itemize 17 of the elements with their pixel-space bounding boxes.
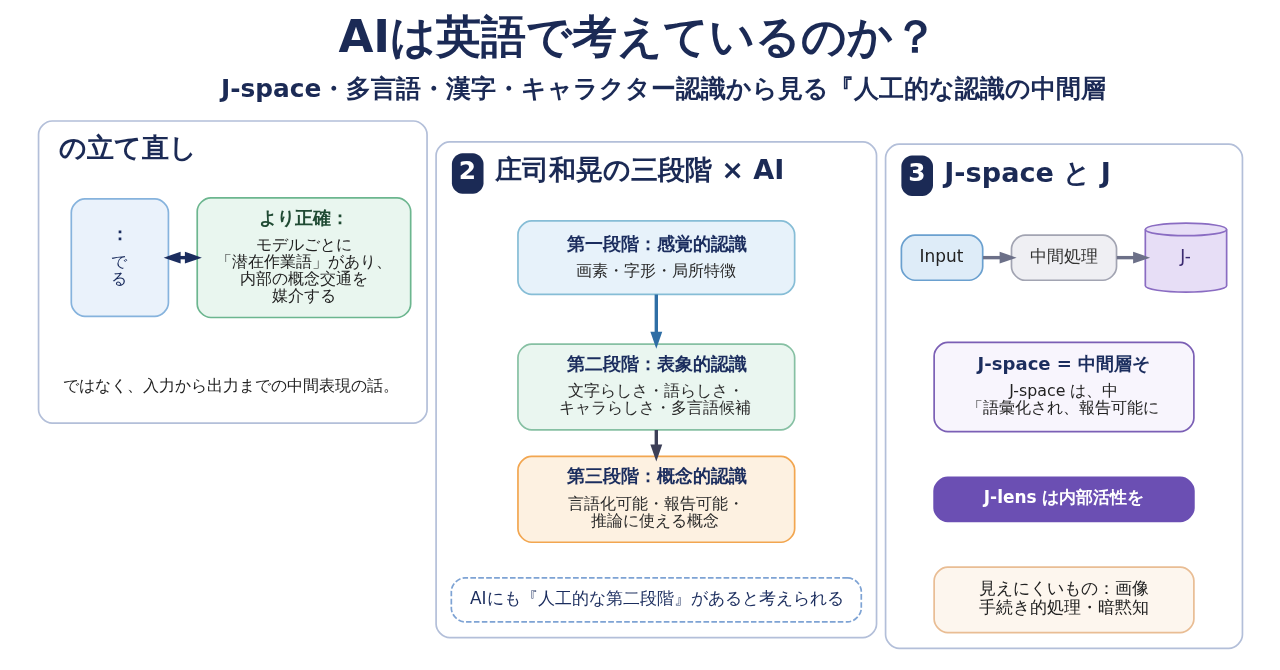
node-box: 第一段階：感覚的認識 画素・字形・局所特徴	[516, 220, 795, 296]
arrow	[163, 251, 202, 264]
node-box: J-lens は内部活性を	[932, 476, 1195, 523]
node-box: Input	[900, 234, 984, 282]
node-box: AIにも『人工的な第二段階』があると考えられる	[450, 576, 862, 623]
node-box: ： でる	[69, 198, 169, 318]
node-box: 第二段階：表象的認識 文字らしさ・語らしさ・キャラらしさ・多言語候補	[516, 343, 795, 431]
node-box: 中間処理	[1010, 234, 1117, 282]
node-box: 第三段階：概念的認識 言語化可能・報告可能・推論に使える概念	[516, 455, 795, 544]
diagram-title: AIは英語で考えているのか？	[337, 10, 938, 64]
arrow	[982, 251, 1017, 264]
node-box: より正確： モデルごとに「潜在作業語」があり、内部の概念交通を媒介する	[195, 196, 412, 319]
label: J-space・多言語・漢字・キャラクター認識から見る『人工的な認識の中間層	[220, 73, 1106, 103]
node-box: 見えにくいもの：画像手続き的処理・暗黙知	[932, 566, 1195, 634]
node-box: J-space = 中間層そ J-space は、中「語彙化され、報告可能に	[932, 341, 1195, 433]
label: ではなく、入力から出力までの中間表現の話。	[62, 376, 399, 396]
arrow	[649, 294, 662, 349]
